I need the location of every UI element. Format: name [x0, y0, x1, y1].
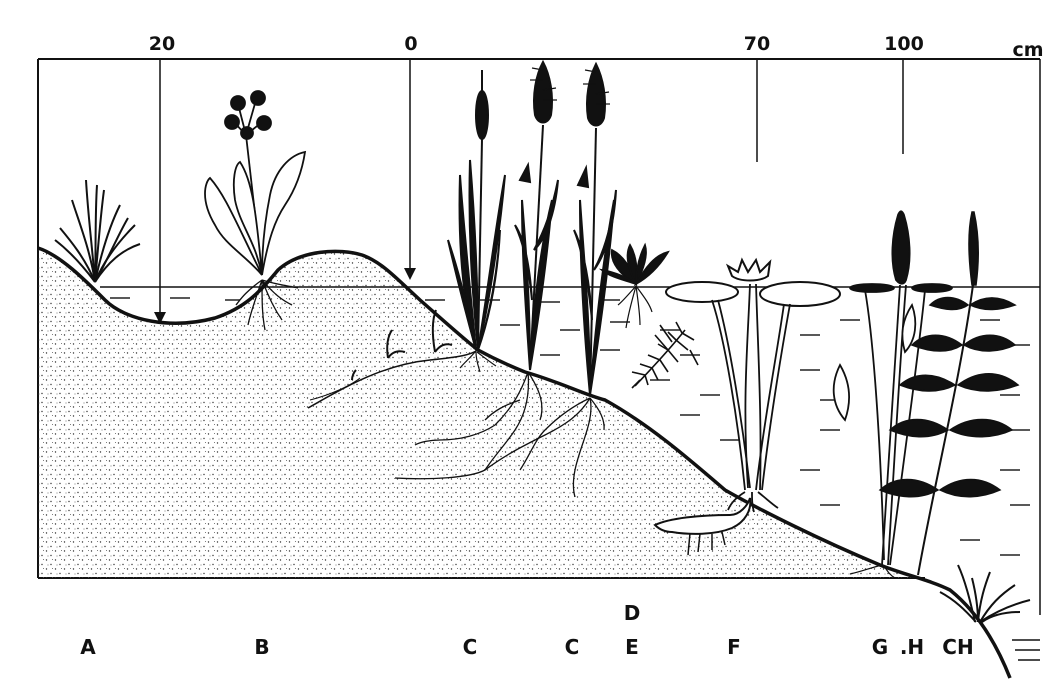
bank-water-lines [1012, 640, 1040, 660]
zone-label-d: D [624, 601, 641, 625]
zone-label-c2: C [565, 635, 580, 659]
plant-c-reed-icon [515, 62, 558, 370]
scale-unit: cm [1012, 39, 1043, 61]
zone-label-e: E [625, 635, 639, 659]
scale-tick-70: 70 [744, 33, 770, 55]
zone-label-h: .H [900, 635, 924, 659]
zone-labels: A B C C D E F G .H CH [80, 601, 973, 659]
scale-tick-20: 20 [149, 33, 175, 55]
zone-label-c1: C [463, 635, 478, 659]
plant-g-pondweed-icon [834, 211, 952, 578]
plant-c-reed-icon [574, 64, 616, 395]
scale-tick-100: 100 [884, 33, 924, 55]
zone-label-f: F [727, 635, 741, 659]
scale-tick-0: 0 [404, 33, 417, 55]
zone-label-g: G [872, 635, 888, 659]
zone-label-b: B [254, 635, 269, 659]
zone-label-a: A [80, 635, 96, 659]
zone-label-ch: CH [942, 635, 973, 659]
plant-c-cattail-icon [448, 70, 505, 372]
